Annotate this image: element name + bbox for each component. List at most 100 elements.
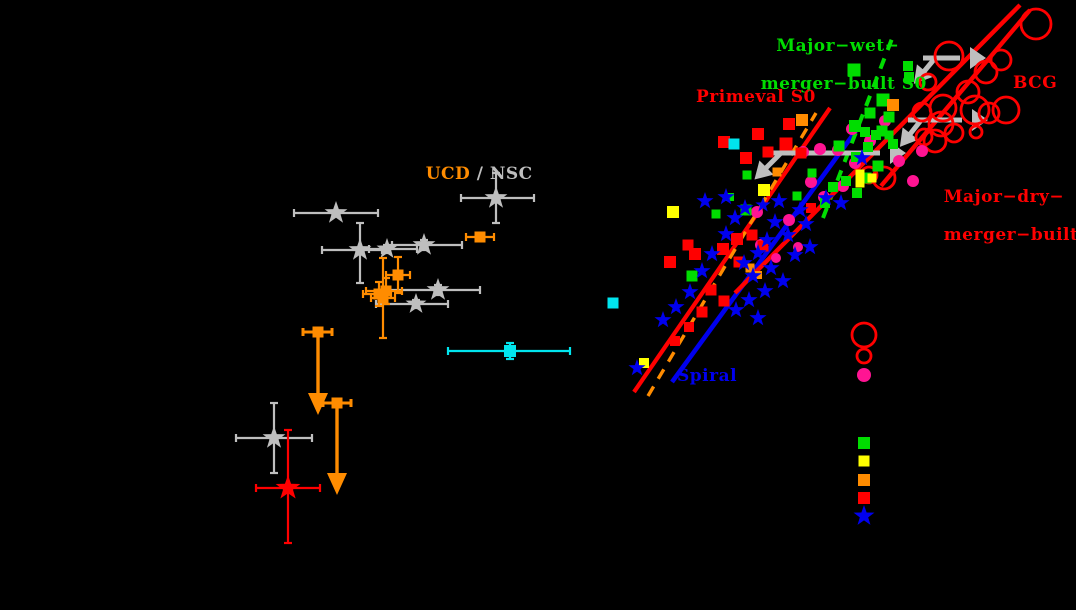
datapoint-s7-21	[667, 298, 685, 315]
datapoint-s7-23	[628, 359, 646, 376]
datapoint-s2-18	[828, 182, 838, 192]
datapoint-s0-1	[933, 40, 965, 72]
datapoint-s3-20	[806, 203, 816, 213]
datapoint-s2-8	[860, 127, 870, 137]
arrow-track-mid-head-diag	[899, 127, 919, 147]
ucd-upper-limit-2-arrowhead	[327, 473, 347, 495]
arrow-track-right-head-right	[970, 47, 986, 69]
datapoint-s3-9	[682, 239, 694, 251]
datapoint-s5-2	[745, 263, 755, 273]
datapoint-s0-3	[989, 48, 1013, 72]
annotation-major-dry-line2: merger−built E	[943, 225, 1076, 246]
datapoint-s7-3	[801, 238, 819, 255]
datapoint-s1-8	[805, 176, 817, 188]
fit-line-major-wet-green-dashed	[821, 35, 895, 219]
datapoint-s2-9	[871, 130, 881, 140]
datapoint-s4-4	[867, 173, 877, 183]
datapoint-s3-19	[670, 336, 680, 346]
datapoint-s2-25	[742, 170, 752, 180]
datapoint-s3-4	[718, 136, 730, 148]
datapoint-s0-12	[911, 101, 933, 123]
nsc-gray-star-3	[348, 238, 372, 260]
datapoint-s1-10	[907, 175, 919, 187]
datapoint-s7-22	[654, 311, 672, 328]
datapoint-s3-0	[752, 128, 764, 140]
datapoint-s7-14	[740, 291, 758, 308]
datapoint-s7-24	[717, 188, 735, 205]
ucd-upper-limit-1-arrowhead	[308, 393, 328, 415]
legend-marker-1	[855, 347, 873, 365]
datapoint-s2-27	[711, 209, 721, 219]
datapoint-s7-15	[727, 301, 745, 318]
annotation-major-dry-line1: Major−dry−	[943, 187, 1065, 208]
datapoint-s2-3	[876, 93, 890, 107]
datapoint-s3-5	[740, 152, 752, 164]
datapoint-s7-30	[832, 194, 850, 211]
datapoint-s2-15	[872, 160, 884, 172]
arrow-track-left-head-diag	[754, 160, 774, 180]
datapoint-s0-11	[922, 128, 948, 154]
ucd-orange-sq-1	[474, 231, 486, 243]
fit-line-spiral-blue-solid	[670, 126, 860, 384]
datapoint-s4-1	[758, 184, 770, 196]
datapoint-s3-3	[762, 146, 774, 158]
datapoint-s7-7	[758, 231, 776, 248]
datapoint-s0-10	[943, 122, 965, 144]
datapoint-s4-2	[855, 178, 865, 188]
datapoint-s2-1	[903, 61, 913, 71]
datapoint-s7-0	[696, 192, 714, 209]
legend-marker-3	[858, 437, 870, 449]
datapoint-s0-0	[1019, 7, 1053, 41]
datapoint-s7-27	[791, 201, 809, 218]
datapoint-s7-4	[786, 246, 804, 263]
red-star-lower-left	[275, 475, 301, 499]
nsc-gray-star-8	[262, 426, 286, 448]
datapoint-s7-2	[797, 215, 815, 232]
datapoint-s2-16	[860, 172, 872, 184]
datapoint-s3-11	[717, 243, 729, 255]
ucd-orange-sq-5	[377, 292, 389, 304]
annotation-major-wet-line1: Major−wet−	[776, 36, 900, 57]
datapoint-s3-15	[705, 284, 717, 296]
datapoint-s3-2	[779, 137, 793, 151]
nsc-gray-star-6	[426, 278, 450, 300]
legend-marker-6	[858, 492, 870, 504]
nsc-gray-star-7	[405, 293, 427, 313]
legend-marker-4	[858, 455, 870, 467]
annotation-primeval-s0: Primeval S0	[696, 87, 816, 107]
datapoint-s7-31	[755, 197, 771, 212]
datapoint-s4-3	[855, 169, 865, 179]
datapoint-s3-17	[696, 306, 708, 318]
datapoint-s2-4	[864, 107, 876, 119]
datapoint-s2-22	[792, 191, 802, 201]
datapoint-s2-12	[888, 139, 898, 149]
datapoint-s3-1	[783, 118, 795, 130]
cyan-sq-errorbar	[504, 345, 516, 357]
datapoint-s7-6	[766, 213, 784, 230]
datapoint-s3-7	[689, 248, 701, 260]
fit-line-primeval-s0-orange-dashed	[646, 112, 818, 397]
datapoint-s1-17	[771, 253, 781, 263]
datapoint-s4-5	[639, 358, 649, 368]
datapoint-s7-28	[817, 189, 835, 206]
datapoint-s0-6	[959, 94, 991, 126]
ucd-orange-sq-3	[380, 285, 392, 297]
datapoint-s0-13	[914, 127, 934, 147]
datapoint-s2-24	[686, 270, 698, 282]
datapoint-s7-5	[779, 226, 797, 243]
datapoint-s6-0	[728, 138, 740, 150]
legend-marker-7	[853, 505, 875, 525]
legend-marker-5	[858, 474, 870, 486]
datapoint-s0-17	[968, 124, 984, 140]
legend-marker-2	[857, 368, 871, 382]
datapoint-s1-14	[783, 214, 795, 226]
ucd-orange-sq-2	[392, 269, 404, 281]
datapoint-s0-8	[991, 95, 1021, 125]
nsc-gray-star-1	[324, 201, 348, 223]
datapoint-s0-7	[977, 101, 1001, 125]
annotation-nsc: NSC	[489, 164, 533, 185]
datapoint-s5-3	[772, 167, 782, 177]
datapoint-s2-2	[904, 72, 914, 82]
